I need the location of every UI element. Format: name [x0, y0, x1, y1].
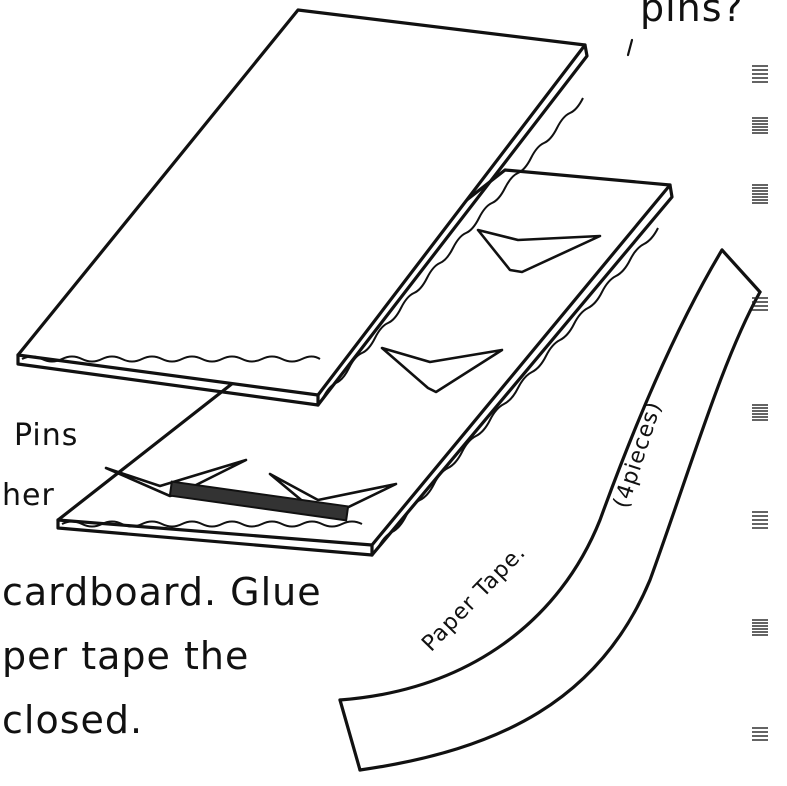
- caption-line-2: per tape the: [2, 636, 249, 676]
- leader-line: [628, 40, 632, 55]
- caption-line-3: closed.: [2, 700, 143, 740]
- scanner-edge-marks: [752, 66, 768, 740]
- top-fragment-text: pins?: [640, 0, 744, 28]
- pins-label: Pins: [14, 420, 78, 452]
- her-fragment-text: her: [2, 480, 55, 512]
- caption-line-1: cardboard. Glue: [2, 572, 322, 612]
